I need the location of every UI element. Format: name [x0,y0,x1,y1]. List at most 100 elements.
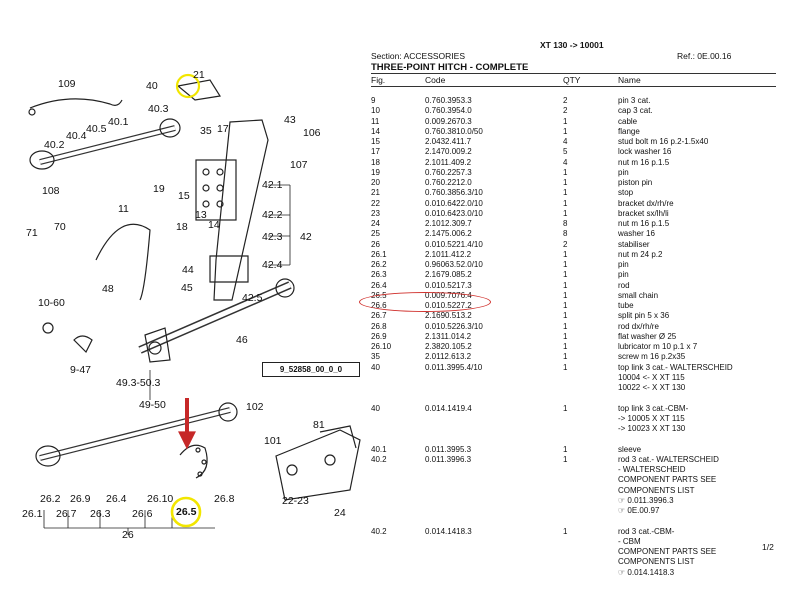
part-label: 107 [290,159,308,171]
cell-qty: 5 [563,147,568,157]
part-label: 10-60 [38,297,65,309]
cell-name: COMPONENT PARTS SEE [618,547,717,556]
cell-name: lock washer 16 [618,147,672,157]
part-label: 40 [146,80,158,92]
part-label: 45 [181,282,193,294]
cell-qty: 1 [563,290,568,300]
table-row: 10004 <- X XT 115 [365,373,800,383]
cell-fig: 26.7 [371,311,387,321]
cell-code: 0.014.1419.4 [425,403,472,413]
cell-code: 0.011.3995.4/10 [425,362,483,372]
cell-qty: 2 [563,96,568,105]
cell-qty: 1 [563,116,568,126]
cell-qty: 2 [563,106,568,116]
cell-qty: 1 [563,301,568,310]
cell-name: rod dx/rh/re [618,321,659,331]
cell-fig: 26.9 [371,331,387,341]
hitch-drawing [28,73,361,535]
cell-code: 2.1012.309.7 [425,219,472,228]
cell-qty: 1 [563,198,568,208]
cell-name: cap 3 cat. [618,106,653,116]
cell-name: - WALTERSCHEID [618,465,686,474]
cell-code: 2.1690.513.2 [425,311,472,321]
cell-fig: 26.8 [371,321,387,331]
exploded-diagram: 109 40 21 40.3 40.2 40.4 40.5 40.1 35 17… [0,0,362,600]
cell-code: 2.1011.412.2 [425,249,472,259]
cell-fig: 40 [371,403,380,413]
cell-qty: 8 [563,219,568,228]
cell-name: flat washer Ø 25 [618,331,677,341]
part-label: 26.9 [70,493,91,505]
cell-code: 0.760.3954.0 [425,106,472,116]
cell-code: 2.0112.613.2 [425,352,472,362]
cell-qty: 1 [563,352,568,362]
cell-name: nut m 16 p.1.5 [618,219,670,228]
part-label: 42.4 [262,259,283,271]
cell-code: 0.009.2670.3 [425,116,472,126]
cell-name: top link 3 cat.-CBM- [618,403,689,413]
cell-name: 10004 <- X XT 115 [618,372,685,382]
cell-name: cable [618,116,638,126]
cell-qty: 1 [563,342,568,351]
cell-name: flange [618,126,640,136]
part-label: 13 [195,209,207,221]
part-label: 26.2 [40,493,61,505]
cell-code: 2.1011.409.2 [425,157,472,167]
part-label: 40.4 [66,130,87,142]
part-label: 40.3 [148,103,169,115]
part-label: 106 [303,127,321,139]
part-label: 46 [236,334,248,346]
cell-name: COMPONENTS LIST [618,485,695,495]
cell-qty: 1 [563,403,568,413]
cell-fig: 17 [371,147,380,157]
table-row: -> 10005 X XT 115 [365,414,800,424]
divider [371,73,776,74]
cell-name: split pin 5 x 36 [618,311,670,321]
cell-code: 2.1311.014.2 [425,331,472,341]
part-label: 19 [153,183,165,195]
table-row: 11 0.009.2670.3 1 cable [365,117,800,127]
part-label: 42.5 [242,292,263,304]
part-label: 44 [182,264,194,276]
cell-fig: 40.2 [371,454,387,464]
cell-qty: 1 [563,280,568,290]
cell-name: nut m 16 p.1.5 [618,157,670,167]
table-row [365,434,800,444]
part-label: 49.3-50.3 [116,377,161,389]
part-label: 26.6 [132,508,153,520]
part-label: 42.2 [262,209,283,221]
cell-name: stud bolt m 16 p.2-1.5x40 [618,137,709,146]
cell-name: washer 16 [618,229,655,239]
table-row [365,516,800,526]
cell-name: - CBM [618,536,641,546]
table-row: 10022 <- X XT 130 [365,383,800,393]
cell-name: tube [618,301,634,310]
cell-qty: 1 [563,178,568,187]
cell-fig: 11 [371,116,380,126]
table-row: COMPONENT PARTS SEE [365,475,800,485]
part-label: 35 [200,125,212,137]
cell-name: 10022 <- X XT 130 [618,383,686,392]
part-label: 42.3 [262,231,283,243]
cell-qty: 1 [563,270,568,280]
cell-name: ☞ 0.014.1418.3 [618,567,675,577]
table-row: - CBM [365,537,800,547]
part-label: 71 [26,227,38,239]
cell-qty: 1 [563,362,568,372]
part-label-highlighted: 26.5 [176,506,197,518]
cell-fig: 10 [371,106,380,116]
page-reference: Ref.: 0E.00.16 [677,51,732,61]
cell-code: 0.760.2212.0 [425,178,472,187]
table-row: ☞ 0.014.1418.3 [365,568,800,578]
